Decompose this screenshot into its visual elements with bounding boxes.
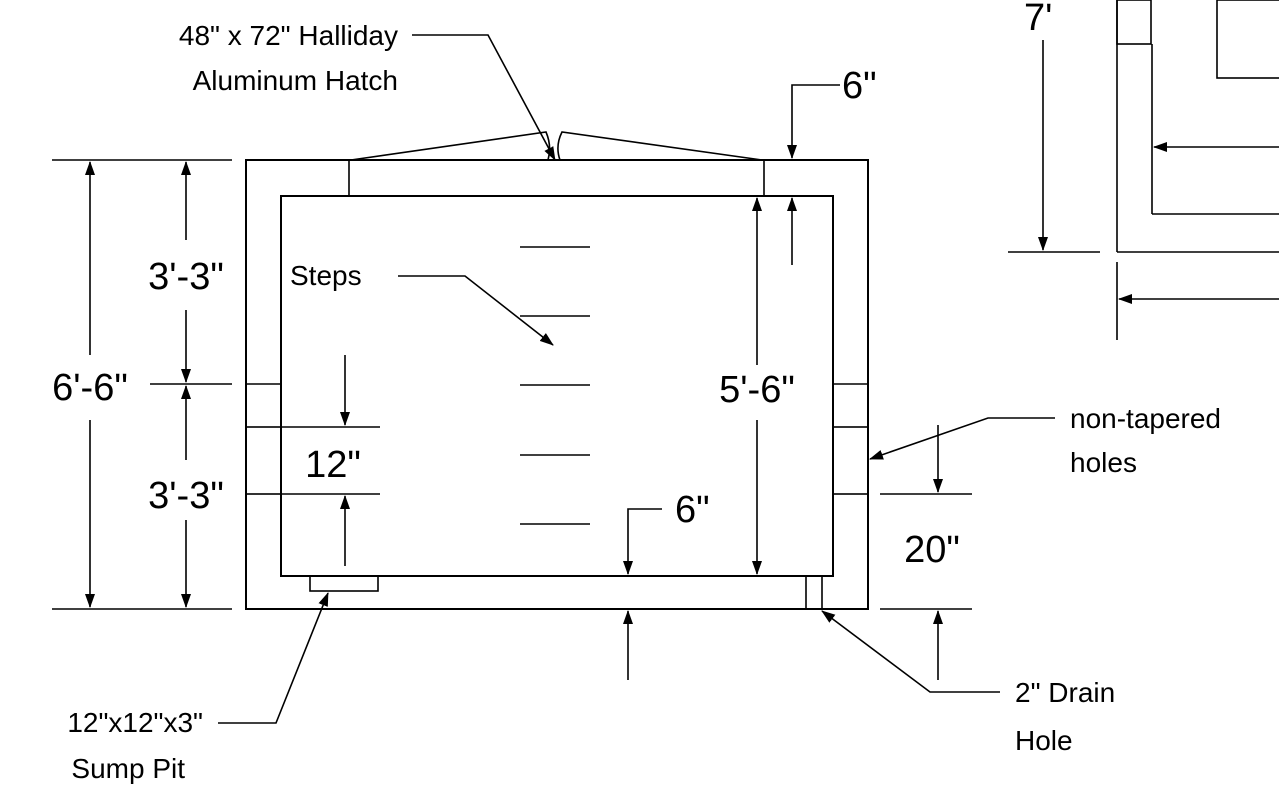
- dim-hole-to-bottom-label: 20": [904, 529, 960, 571]
- right-wall-hole: [832, 426, 869, 495]
- dim-total-height: 6'-6": [52, 159, 232, 610]
- hatch-callout: 48" x 72" Halliday Aluminum Hatch: [179, 20, 556, 161]
- dim-lower-height: 3'-3": [148, 385, 224, 608]
- sump-label-line2: Sump Pit: [71, 753, 185, 784]
- hatch-frame: [348, 159, 765, 197]
- steps: [520, 246, 590, 525]
- dim-upper-height: 3'-3": [148, 161, 232, 385]
- dim-floor-thickness: 6": [623, 489, 710, 680]
- drain-label-line1: 2" Drain: [1015, 677, 1115, 708]
- sump-pit: [309, 575, 379, 592]
- steps-label: Steps: [290, 260, 362, 291]
- dim-upper-height-label: 3'-3": [148, 256, 224, 298]
- drain-hole: [805, 575, 823, 610]
- dim-hole-height-label: 12": [305, 444, 361, 486]
- hatch-doors: [350, 131, 763, 161]
- dim-total-height-label: 6'-6": [52, 367, 128, 409]
- dim-hole-height: 12": [281, 355, 380, 566]
- dim-partial-right-label: 7': [1024, 0, 1052, 39]
- partial-detail: 7': [1008, 0, 1279, 340]
- holes-label-line2: holes: [1070, 447, 1137, 478]
- holes-label-line1: non-tapered: [1070, 403, 1221, 434]
- dim-hole-to-bottom: 20": [880, 425, 972, 680]
- dim-top-thickness-label: 6": [842, 65, 877, 107]
- hatch-label-line1: 48" x 72" Halliday: [179, 20, 398, 51]
- drain-callout: 2" Drain Hole: [821, 610, 1115, 756]
- dim-lower-height-label: 3'-3": [148, 475, 224, 517]
- holes-callout: non-tapered holes: [869, 403, 1221, 478]
- sump-callout: 12"x12"x3" Sump Pit: [67, 592, 329, 784]
- dim-interior-height: 5'-6": [719, 197, 795, 575]
- dim-top-thickness: 6": [764, 65, 877, 265]
- dim-floor-thickness-label: 6": [675, 489, 710, 531]
- drain-label-line2: Hole: [1015, 725, 1073, 756]
- steps-callout: Steps: [290, 260, 554, 346]
- dim-interior-height-label: 5'-6": [719, 369, 795, 411]
- sump-label-line1: 12"x12"x3": [67, 707, 203, 738]
- left-wall-hole: [245, 426, 282, 495]
- hatch-label-line2: Aluminum Hatch: [193, 65, 398, 96]
